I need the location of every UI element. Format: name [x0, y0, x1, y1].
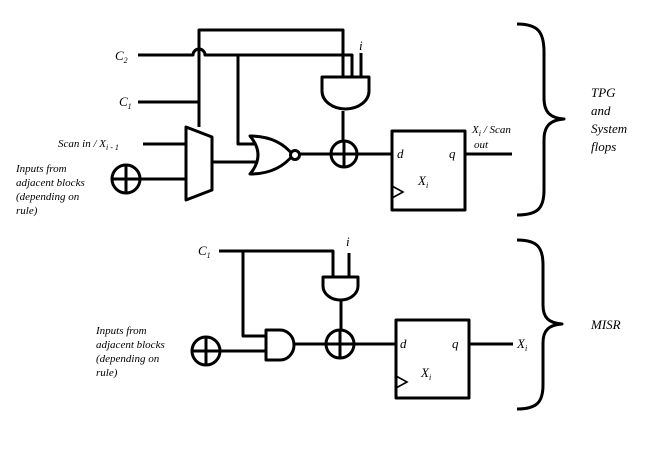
- ff-d-label-bottom: d: [400, 336, 407, 351]
- brace-bottom: [516, 238, 564, 411]
- ff-x-label-bottom: Xi: [420, 365, 431, 382]
- nor-bubble: [289, 149, 301, 161]
- and-gate-small-bottom: [321, 275, 360, 302]
- i-label-top: i: [359, 38, 363, 53]
- clock-triangle-bottom: [395, 375, 409, 389]
- inputs-label-top: Inputs from adjacent blocks (depending o…: [15, 163, 87, 217]
- flip-flop-bottom: [394, 318, 471, 400]
- xor-adjacent-top: [110, 163, 142, 195]
- brace-top: [516, 22, 566, 217]
- clock-triangle-top: [391, 185, 405, 199]
- xor-symbol-top: [329, 139, 359, 169]
- c1-label-bottom: C1: [198, 243, 211, 260]
- ff-q-label-top: q: [449, 146, 456, 161]
- ff-x-label-top: Xi: [417, 173, 428, 190]
- ff-d-label-top: d: [397, 146, 404, 161]
- xor-symbol-bottom: [324, 328, 356, 360]
- c1-label: C1: [119, 94, 132, 111]
- c2-label: C2: [115, 48, 128, 65]
- tpg-block: C2 C1 i Scan in / Xi - 1 Inputs from adj…: [15, 22, 630, 217]
- output-label-top: Xi / Scan: [471, 124, 511, 138]
- scan-in-label: Scan in / Xi - 1: [58, 138, 119, 152]
- and-gate-top: [320, 75, 371, 111]
- nor-gate: [248, 134, 295, 176]
- and-branch-wire: [241, 251, 266, 338]
- nor-branch-wire: [236, 55, 258, 146]
- loop-wire: [197, 28, 345, 127]
- multiplexer: [184, 125, 214, 202]
- output-label-top-line2: out: [474, 139, 489, 151]
- c1-wire-bottom: [219, 249, 335, 277]
- flip-flop-top: [390, 129, 467, 212]
- c2-wire: [138, 47, 354, 77]
- brace-label-bottom: MISR: [590, 317, 621, 332]
- i-label-bottom: i: [346, 234, 350, 249]
- xor-adjacent-bottom: [190, 335, 222, 367]
- brace-label-top: TPG and System flops: [591, 85, 630, 154]
- and-gate-bottom: [264, 328, 296, 362]
- inputs-label-bottom: Inputs from adjacent blocks (depending o…: [95, 325, 167, 379]
- ff-q-label-bottom: q: [452, 336, 459, 351]
- misr-block: C1 i Inputs from adjacent blocks (depend…: [95, 234, 621, 411]
- output-label-bottom: Xi: [516, 336, 527, 353]
